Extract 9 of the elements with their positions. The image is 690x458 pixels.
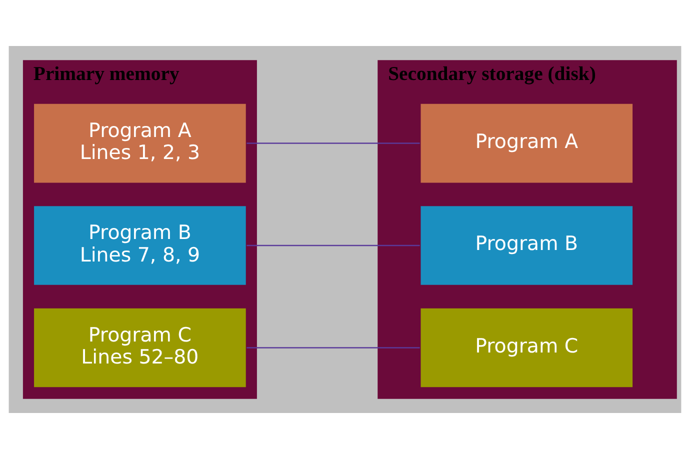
node-box: Program B Lines 7, 8, 9 — [32, 204, 248, 286]
connector — [246, 244, 420, 246]
node-box: Program A Lines 1, 2, 3 — [32, 102, 248, 184]
node-box: Program C Lines 52–80 — [32, 306, 248, 388]
connector — [246, 346, 420, 348]
connector — [246, 142, 420, 144]
node-box: Program B — [420, 204, 634, 286]
node-box: Program A — [420, 102, 634, 184]
node-box: Program C — [420, 306, 634, 388]
